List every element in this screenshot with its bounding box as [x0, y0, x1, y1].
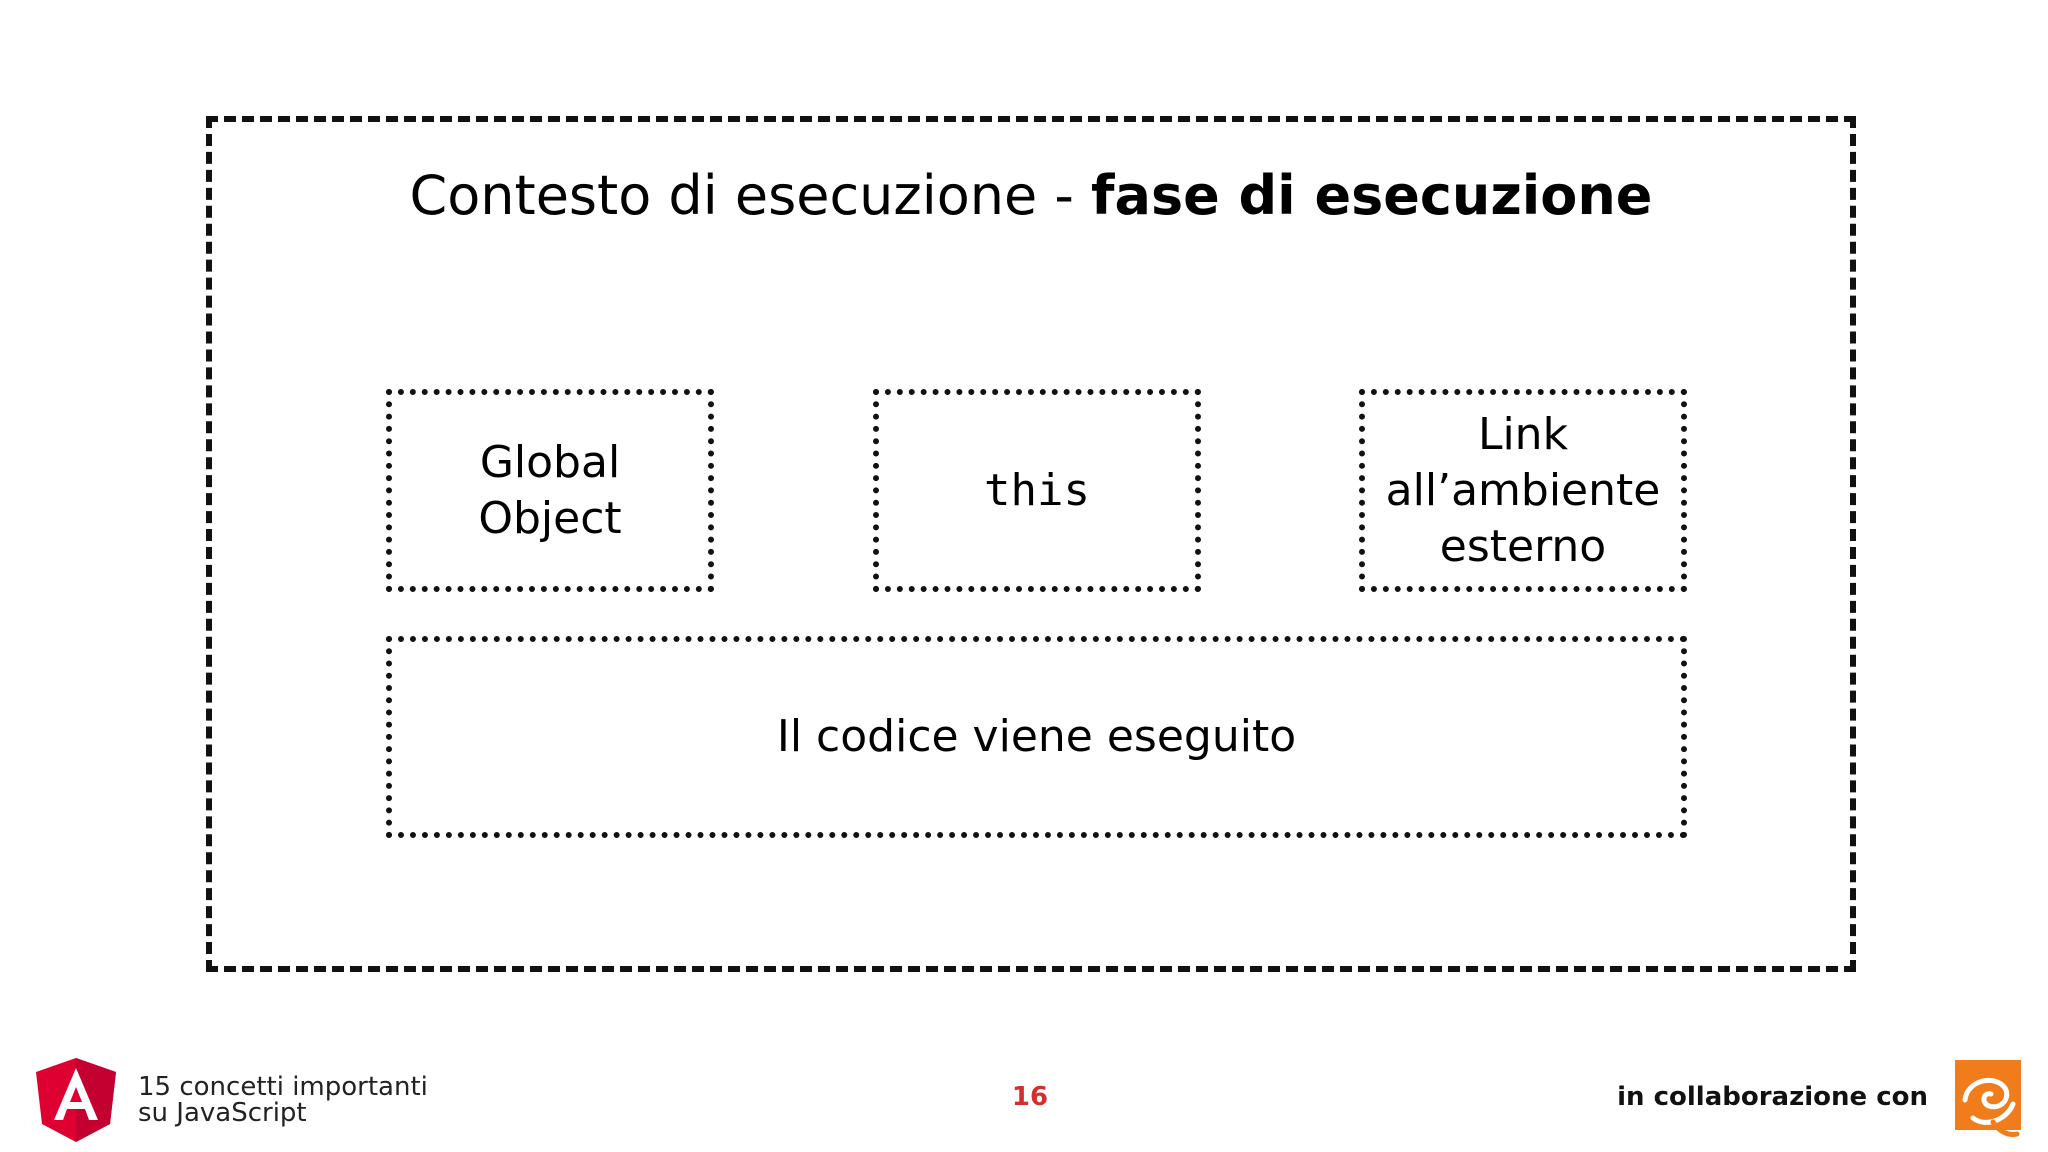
this-box: this: [873, 389, 1201, 592]
course-branding: 15 concetti importanti su JavaScript: [36, 1058, 428, 1142]
title-bold: fase di esecuzione: [1091, 164, 1653, 227]
course-title-line1: 15 concetti importanti: [138, 1072, 428, 1102]
partner-logo-icon: [1955, 1060, 2021, 1137]
this-label: this: [984, 464, 1090, 516]
course-title-line2: su JavaScript: [138, 1098, 307, 1128]
global-object-box: Global Object: [386, 389, 714, 592]
global-object-label: Global Object: [478, 436, 622, 544]
code-execution-label: Il codice viene eseguito: [776, 711, 1297, 762]
angular-logo-icon: [36, 1058, 116, 1142]
code-execution-box: Il codice viene eseguito: [386, 636, 1687, 838]
course-title: 15 concetti importanti su JavaScript: [138, 1074, 428, 1126]
page-number: 16: [1011, 1082, 1049, 1112]
slide-title: Contesto di esecuzione - fase di esecuzi…: [206, 160, 1856, 232]
outer-environment-link-box: Link all’ambiente esterno: [1359, 389, 1687, 592]
outer-frame: [206, 116, 1856, 972]
collaboration-label: in collaborazione con: [1617, 1082, 1928, 1112]
outer-environment-link-label: Link all’ambiente esterno: [1385, 408, 1661, 572]
title-regular: Contesto di esecuzione -: [409, 164, 1092, 227]
